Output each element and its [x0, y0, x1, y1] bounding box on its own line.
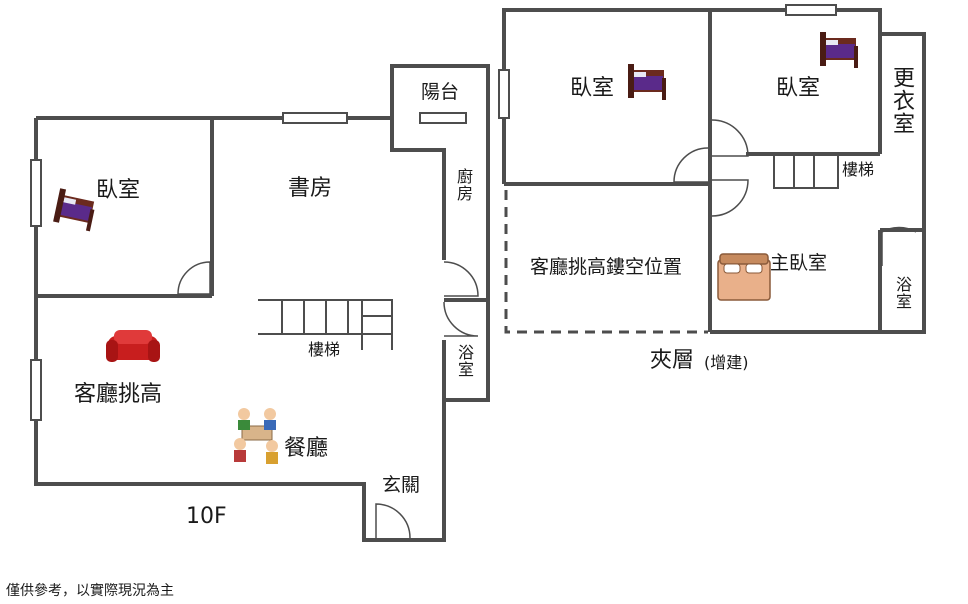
- doors-10f: [177, 261, 479, 539]
- room-label-stairs-10f: 樓梯: [308, 340, 341, 359]
- floor-label-10f: 10F: [186, 504, 227, 529]
- room-label-kitchen: 廚房: [454, 168, 473, 202]
- dining-family-icon: [234, 408, 278, 464]
- bed-icon: [628, 64, 666, 100]
- room-label-stairs-mezzanine: 樓梯: [842, 160, 875, 179]
- doors-mezzanine: [673, 119, 917, 266]
- room-label-bathroom-10f: 浴室: [455, 344, 474, 378]
- room-label-entrance: 玄關: [382, 474, 421, 496]
- windows-mezzanine: [498, 4, 837, 119]
- stairs-mezzanine-graphic: [773, 154, 839, 189]
- master-bed-icon: [717, 253, 771, 301]
- floor-label-mezzanine-note: (增建): [704, 353, 749, 372]
- void-outline: [504, 190, 708, 334]
- room-label-living-void: 客廳挑高鏤空位置: [530, 256, 683, 278]
- sofa-icon: [106, 330, 160, 362]
- room-label-bedroom-1: 臥室: [570, 76, 615, 101]
- windows-10f: [30, 112, 467, 421]
- stairs-10f-graphic: [258, 299, 393, 350]
- room-label-walk-in-closet: 更衣室: [889, 66, 914, 135]
- room-label-bathroom-mezzanine: 浴室: [893, 276, 912, 310]
- disclaimer-text: 僅供參考，以實際現況為主: [6, 583, 174, 599]
- walls-10f: [34, 64, 490, 542]
- room-label-balcony: 陽台: [421, 81, 460, 103]
- room-label-bedroom-2: 臥室: [776, 76, 821, 101]
- floor-label-mezzanine: 夾層: [650, 348, 695, 373]
- room-label-living-room: 客廳挑高: [74, 382, 163, 407]
- room-label-master-bedroom: 主臥室: [770, 252, 828, 274]
- room-label-study: 書房: [288, 176, 333, 201]
- room-label-bedroom-left: 臥室: [96, 178, 141, 203]
- bed-icon: [52, 188, 98, 232]
- room-label-dining-room: 餐廳: [284, 436, 329, 461]
- bed-icon: [820, 32, 858, 68]
